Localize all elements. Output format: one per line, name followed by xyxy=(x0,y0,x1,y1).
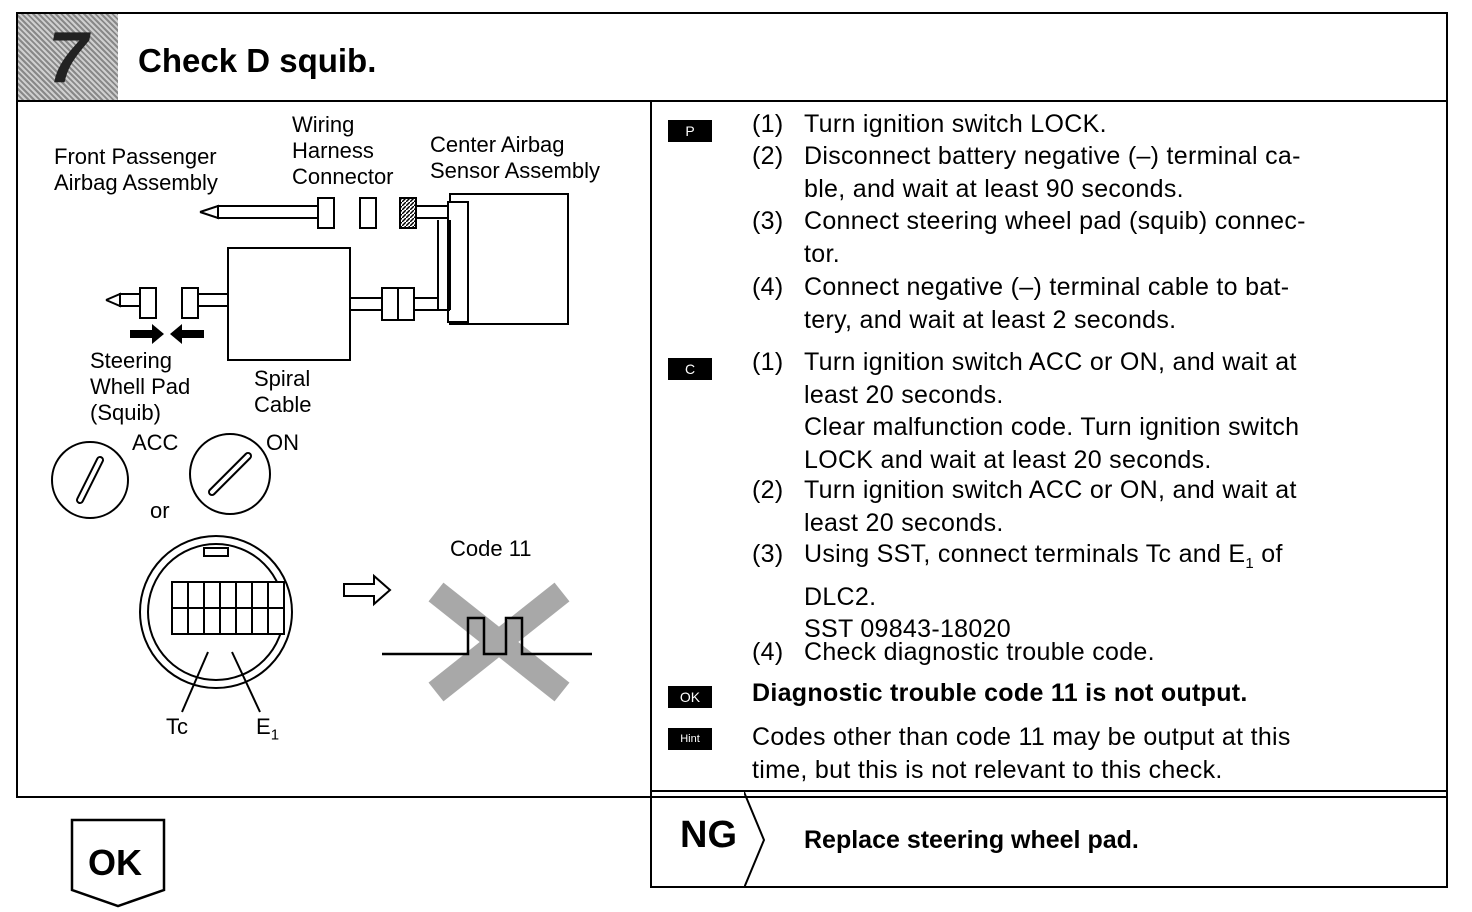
wiring-diagram: Front Passenger Airbag Assembly Wiring H… xyxy=(18,102,650,796)
step-number-badge: 7 xyxy=(18,14,118,102)
step-header: 7 Check D squib. xyxy=(16,12,1448,102)
tag-c: C xyxy=(668,358,712,380)
label-center-airbag-sensor: Center Airbag Sensor Assembly xyxy=(430,132,600,183)
label-on: ON xyxy=(266,430,299,455)
label-tc: Tc xyxy=(166,714,188,739)
ng-label: NG xyxy=(680,814,737,856)
tag-hint: Hint xyxy=(668,728,712,750)
panel-divider xyxy=(650,100,652,798)
label-or: or xyxy=(150,498,170,523)
ok-result: Diagnostic trouble code 11 is not output… xyxy=(752,679,1248,707)
tag-p: P xyxy=(668,120,712,142)
label-code-11: Code 11 xyxy=(450,536,532,561)
ng-chevron-icon xyxy=(744,792,766,888)
ok-label: OK xyxy=(88,842,142,883)
label-steering-wheel-pad: Steering Whell Pad (Squib) xyxy=(90,348,191,425)
ng-result-box: NG Replace steering wheel pad. xyxy=(650,790,1448,888)
label-acc: ACC xyxy=(132,430,179,455)
tag-ok: OK xyxy=(668,686,712,708)
label-wiring-harness-connector: Wiring Harness Connector xyxy=(292,112,394,189)
ng-action-text: Replace steering wheel pad. xyxy=(804,826,1139,854)
main-panel xyxy=(16,100,1448,798)
ok-arrow-badge xyxy=(70,818,166,908)
diagram-drawing xyxy=(51,193,592,713)
hint-text: Codes other than code 11 may be output a… xyxy=(752,723,1291,784)
label-spiral-cable: Spiral Cable xyxy=(254,366,312,417)
label-front-passenger-airbag: Front Passenger Airbag Assembly xyxy=(54,144,218,195)
label-e1: E1 xyxy=(256,714,280,744)
step-title: Check D squib. xyxy=(138,42,377,79)
